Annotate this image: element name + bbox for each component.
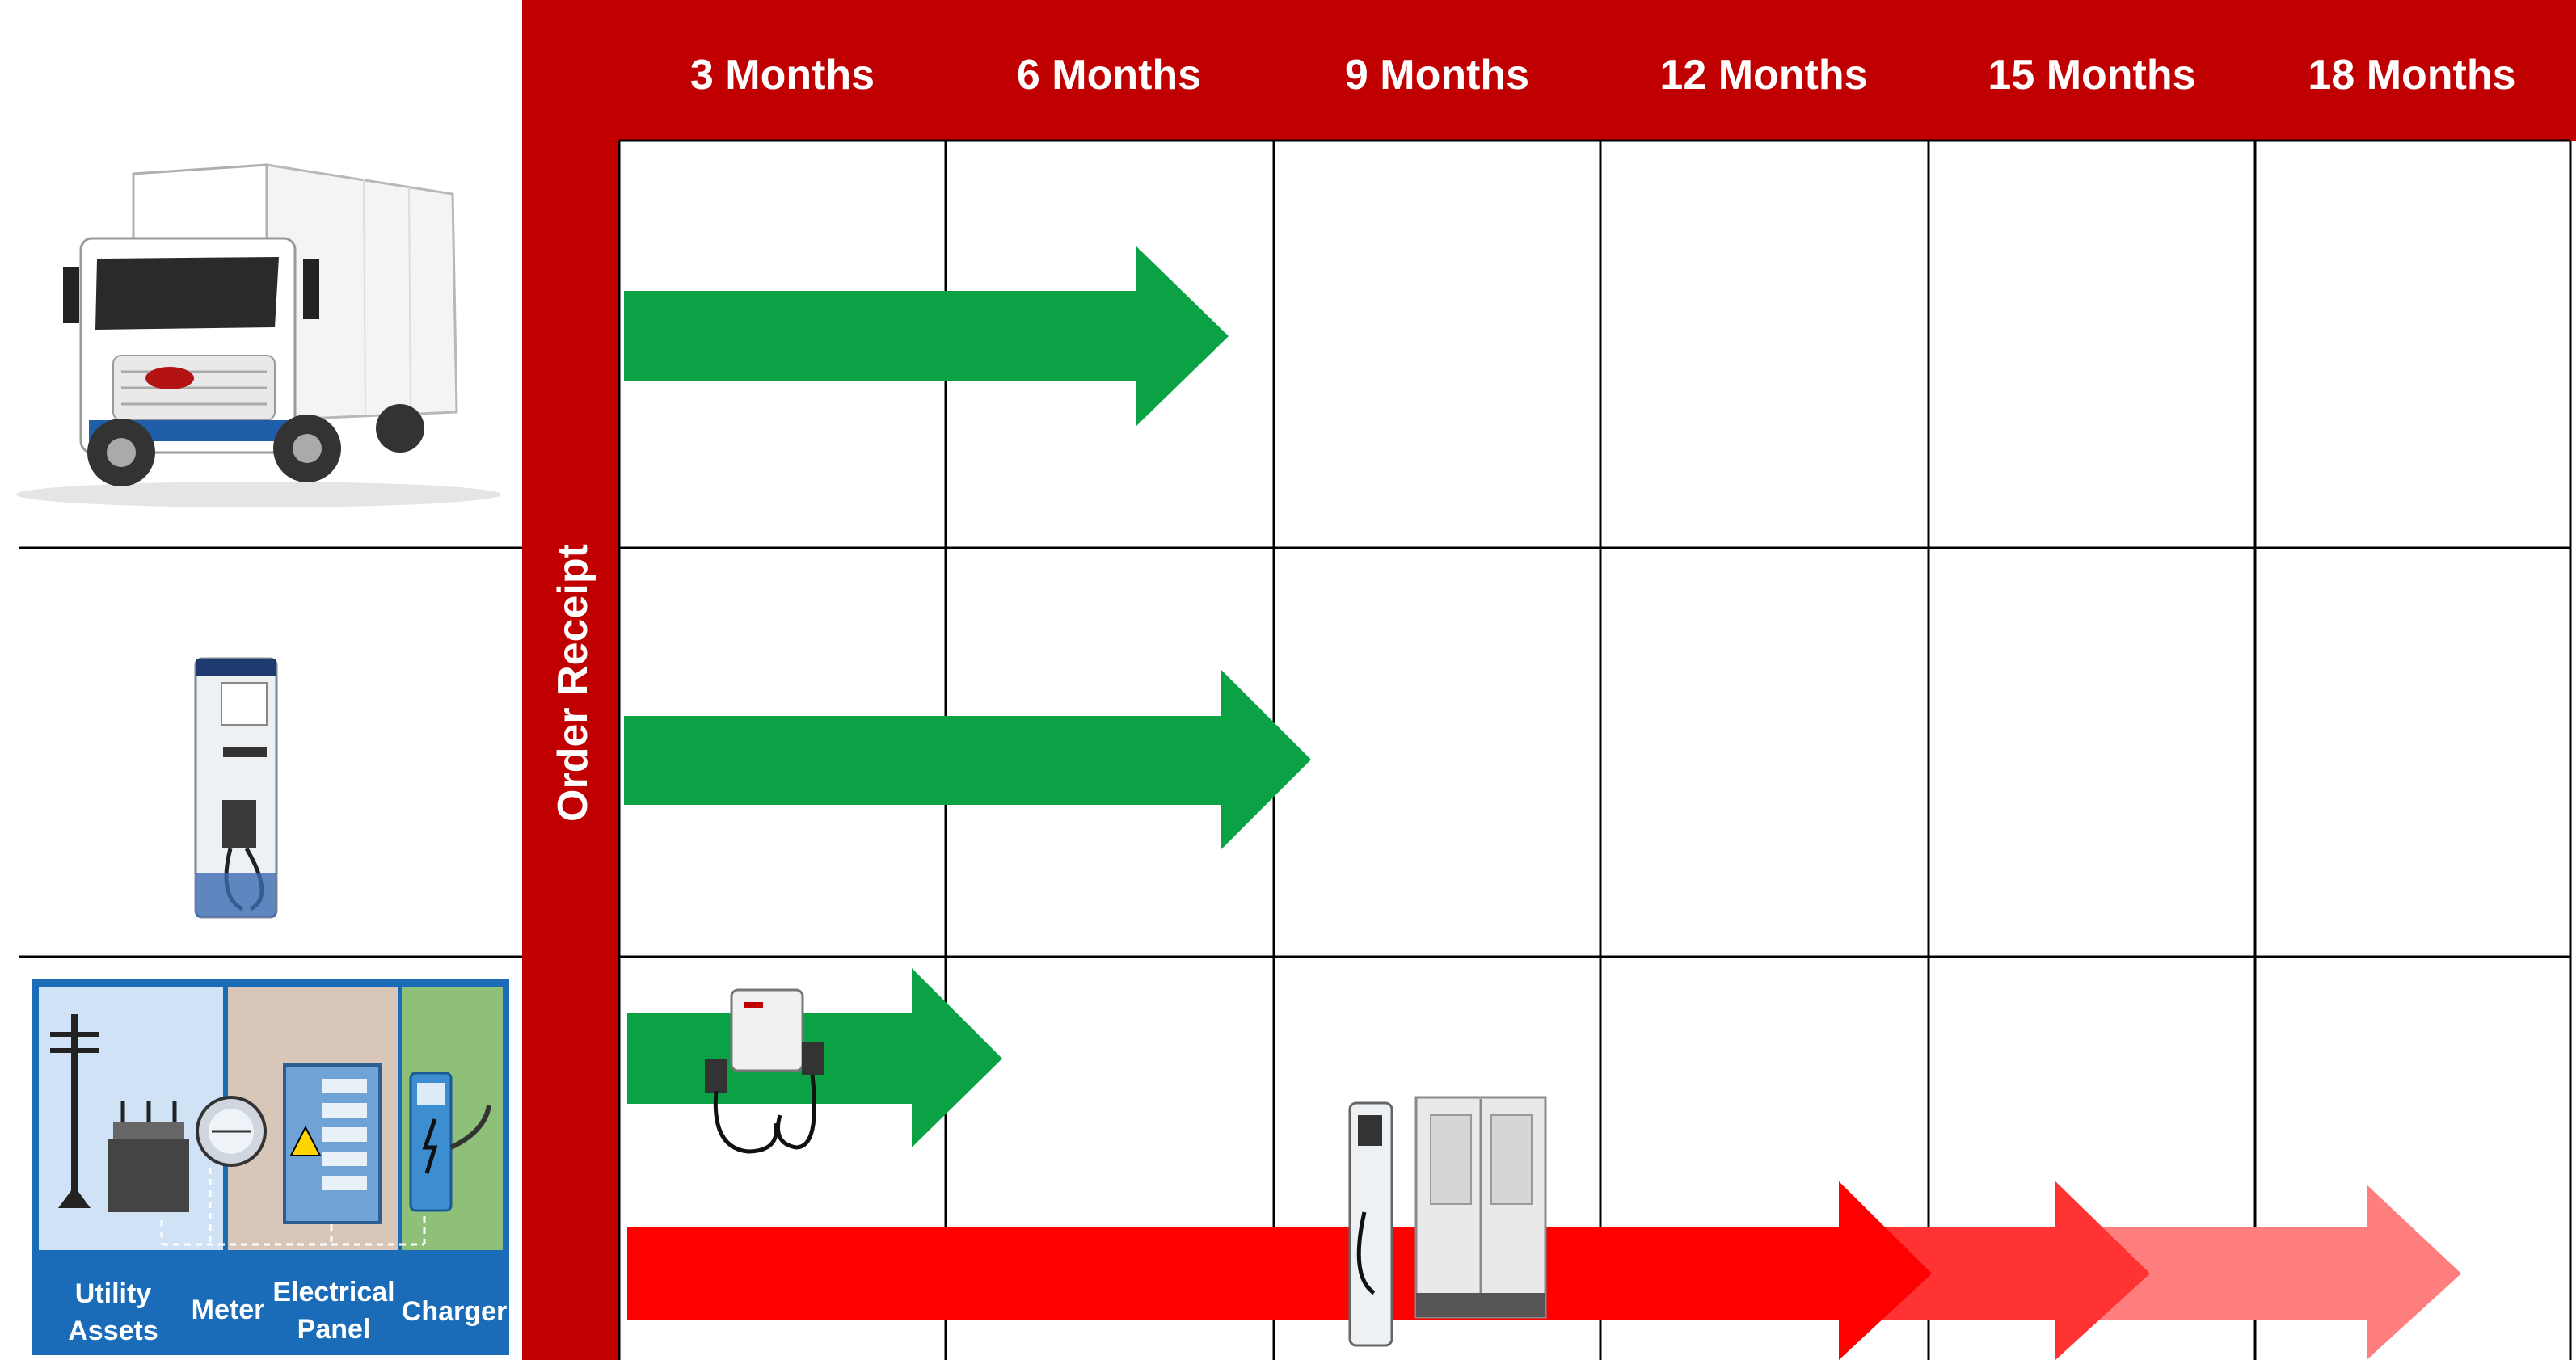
dc-fast-charger-icon: [194, 657, 278, 919]
header-6-months: 6 Months: [1017, 52, 1201, 99]
header-3-months: 3 Months: [690, 52, 875, 99]
header-band: [522, 0, 2576, 141]
order-receipt-label: Order Receipt: [550, 544, 597, 822]
diagram-label-utility-assets-2: Assets: [68, 1316, 158, 1346]
header-12-months: 12 Months: [1659, 52, 1867, 99]
header-18-months: 18 Months: [2308, 52, 2515, 99]
diagram-label-electrical-panel: Electrical: [272, 1277, 394, 1307]
truck-lead-time-arrow: [624, 246, 1229, 427]
infrastructure-lead-time-arrow: [627, 1181, 1932, 1360]
wall-charger-icon: [705, 988, 824, 1154]
order-receipt-column: [522, 0, 619, 1360]
infrastructure-arrow-faded: [2053, 1185, 2461, 1360]
header-9-months: 9 Months: [1345, 52, 1529, 99]
utility-infrastructure-icon: Utility Assets Meter Electrical Panel Ch…: [32, 979, 509, 1355]
diagram-label-utility-assets: Utility: [75, 1278, 152, 1309]
header-15-months: 15 Months: [1988, 52, 2195, 99]
diagram-label-meter: Meter: [192, 1295, 265, 1325]
grid: [19, 139, 2572, 1360]
truck-icon: [16, 163, 501, 507]
diagram-label-electrical-panel-2: Panel: [297, 1314, 371, 1345]
diagram-label-charger: Charger: [402, 1296, 507, 1327]
infrastructure-arrow-mid: [1859, 1181, 2150, 1360]
dc-charger-cabinet-icon: [1348, 1096, 1547, 1347]
charger-lead-time-arrow: [624, 669, 1311, 850]
